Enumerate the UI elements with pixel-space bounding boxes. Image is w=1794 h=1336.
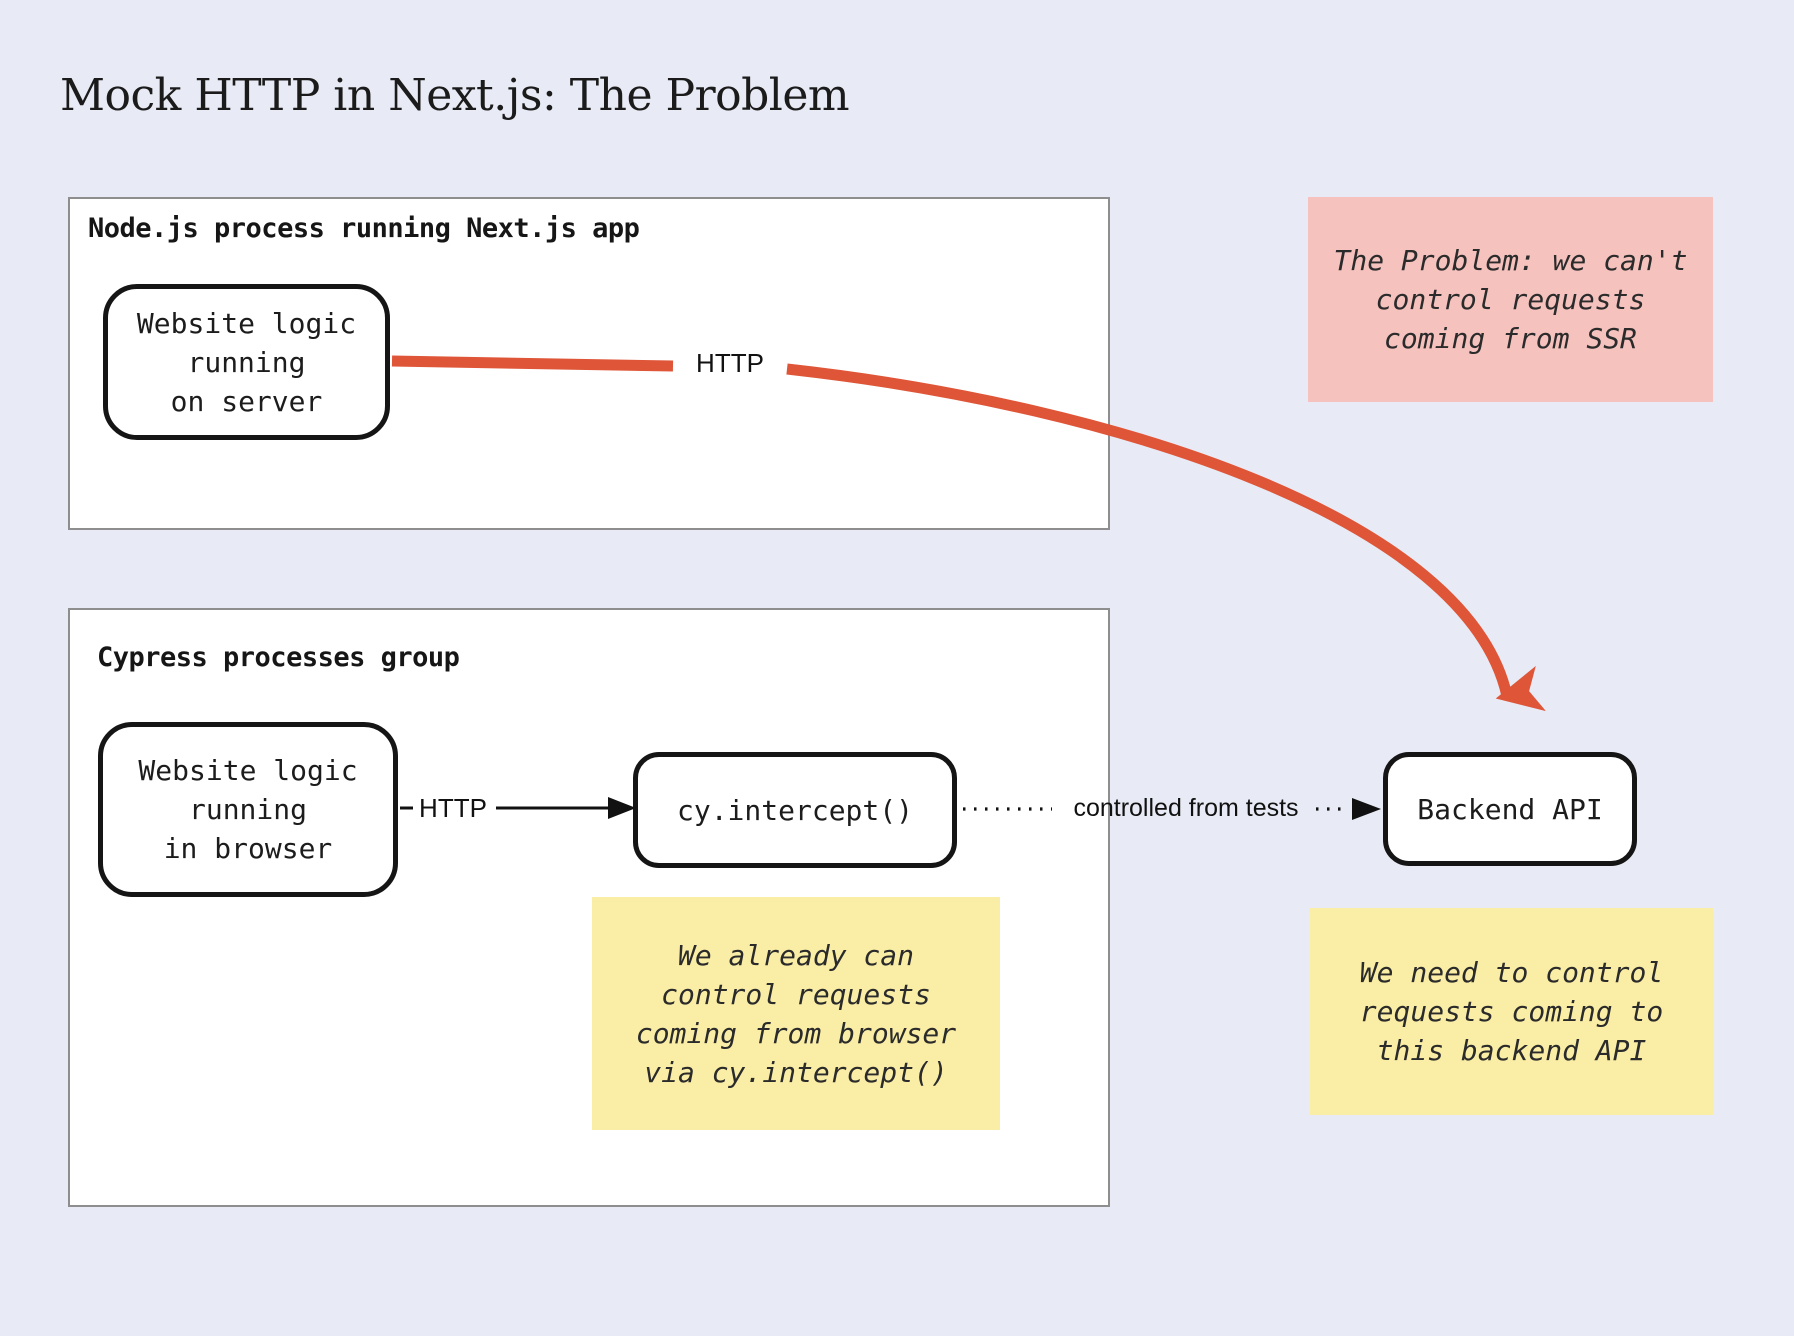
- cypress-group-label: Cypress processes group: [97, 642, 460, 673]
- cypress-process-group: Cypress processes group Website logic ru…: [68, 608, 1110, 1207]
- node-process-group: Node.js process running Next.js app Webs…: [68, 197, 1110, 530]
- backend-api-node: Backend API: [1383, 752, 1637, 866]
- problem-note: The Problem: we can't control requests c…: [1308, 197, 1713, 402]
- controlled-arrowhead: [1352, 798, 1381, 820]
- browser-control-note: We already can control requests coming f…: [592, 897, 1000, 1130]
- server-logic-node: Website logic running on server: [103, 284, 390, 440]
- browser-logic-node: Website logic running in browser: [98, 722, 398, 897]
- cy-intercept-node: cy.intercept(): [633, 752, 957, 868]
- backend-control-note: We need to control requests coming to th…: [1310, 908, 1713, 1115]
- page-title: Mock HTTP in Next.js: The Problem: [60, 70, 850, 121]
- ssr-http-label: HTTP: [696, 348, 764, 378]
- node-process-group-label: Node.js process running Next.js app: [88, 213, 640, 244]
- controlled-from-tests-label: controlled from tests: [1073, 794, 1299, 822]
- browser-http-label: HTTP: [419, 793, 487, 823]
